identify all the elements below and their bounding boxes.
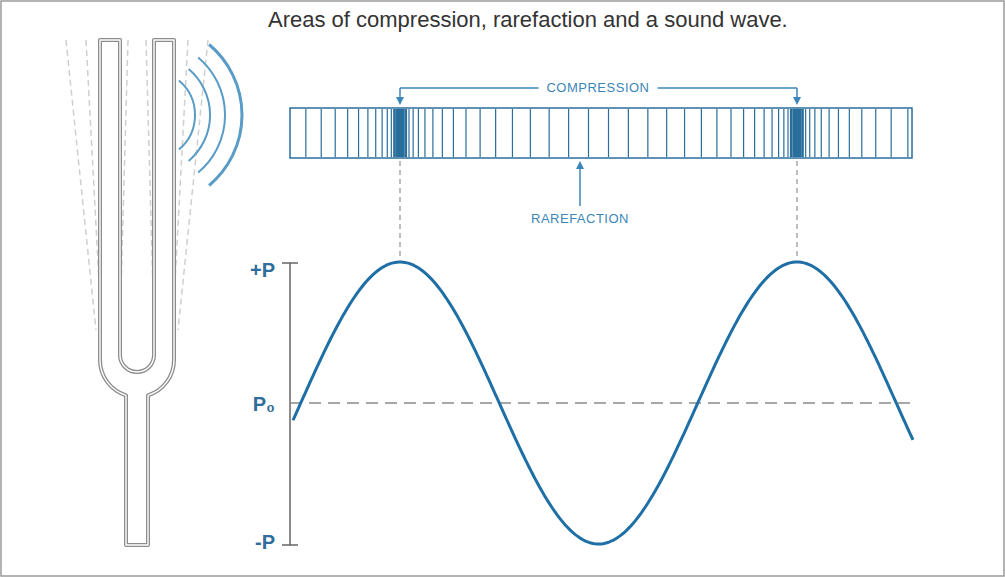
air-particle <box>335 109 336 157</box>
air-particle <box>398 109 401 157</box>
air-particle <box>716 109 717 157</box>
leader-line <box>579 166 581 206</box>
air-particle <box>809 109 810 157</box>
air-particle <box>413 109 414 157</box>
air-particle <box>387 109 388 157</box>
air-particle <box>814 109 815 157</box>
air-particle <box>764 109 765 157</box>
air-particle <box>530 109 531 157</box>
air-particle <box>418 109 419 157</box>
air-particle <box>393 109 396 157</box>
air-particle <box>396 109 399 157</box>
arrowhead <box>396 97 404 105</box>
air-particle <box>861 109 862 157</box>
air-particle <box>797 109 800 157</box>
air-particle <box>783 109 784 157</box>
bracket-line <box>400 87 538 89</box>
air-particle <box>790 109 793 157</box>
air-particle <box>305 109 306 157</box>
air-particle <box>358 109 359 157</box>
air-particle <box>400 109 403 157</box>
air-particle <box>432 109 433 157</box>
air-particle <box>512 109 513 157</box>
arrowhead <box>793 97 801 105</box>
air-particle <box>480 109 481 157</box>
air-particle <box>891 109 892 157</box>
air-particle <box>442 109 443 157</box>
rarefaction-label: RAREFACTION <box>529 212 631 226</box>
axis-label: P₀ <box>251 393 277 415</box>
air-particle <box>367 109 368 157</box>
air-particle <box>391 109 392 157</box>
air-particle <box>684 109 685 157</box>
air-particle <box>647 109 648 157</box>
air-particle <box>829 109 830 157</box>
air-particle <box>608 109 609 157</box>
air-particle <box>408 109 409 157</box>
guide-lines <box>400 161 797 258</box>
air-particle <box>404 109 407 157</box>
air-particle <box>495 109 496 157</box>
arrowhead <box>576 161 584 169</box>
vibration-lines <box>66 40 208 330</box>
air-particle <box>849 109 850 157</box>
air-particle <box>875 109 876 157</box>
air-particle <box>549 109 550 157</box>
air-particle <box>821 109 822 157</box>
tuning-fork-inner <box>100 40 174 545</box>
air-particle <box>771 109 772 157</box>
air-particle <box>754 109 755 157</box>
axis-label: -P <box>253 531 277 553</box>
air-particle <box>375 109 376 157</box>
pressure-axis <box>282 263 298 545</box>
baseline <box>290 402 915 404</box>
axis-label: +P <box>248 259 277 281</box>
tuning-fork <box>100 40 174 545</box>
air-particle <box>568 109 569 157</box>
air-particle <box>453 109 454 157</box>
air-particles <box>306 109 908 157</box>
air-particle <box>628 109 629 157</box>
sound-arcs <box>179 45 242 186</box>
air-particle <box>787 109 788 157</box>
air-particle <box>382 109 383 157</box>
air-particle <box>907 109 908 157</box>
air-particle <box>838 109 839 157</box>
air-particle <box>465 109 466 157</box>
air-particle <box>778 109 779 157</box>
sine-wave <box>293 262 913 544</box>
pressure-curve <box>293 262 913 544</box>
air-particle <box>801 109 804 157</box>
air-particle <box>588 109 589 157</box>
air-particle <box>805 109 806 157</box>
air-particle <box>424 109 425 157</box>
air-particle <box>799 109 802 157</box>
air-particle <box>347 109 348 157</box>
air-particle <box>402 109 405 157</box>
bracket-line <box>658 87 797 89</box>
air-particle <box>792 109 795 157</box>
air-particle <box>666 109 667 157</box>
title: Areas of compression, rarefaction and a … <box>268 8 788 32</box>
compression-label: COMPRESSION <box>544 81 651 95</box>
air-particle <box>743 109 744 157</box>
air-particle <box>701 109 702 157</box>
air-particle <box>795 109 798 157</box>
air-particle <box>730 109 731 157</box>
air-column <box>290 108 912 158</box>
air-particle <box>321 109 322 157</box>
